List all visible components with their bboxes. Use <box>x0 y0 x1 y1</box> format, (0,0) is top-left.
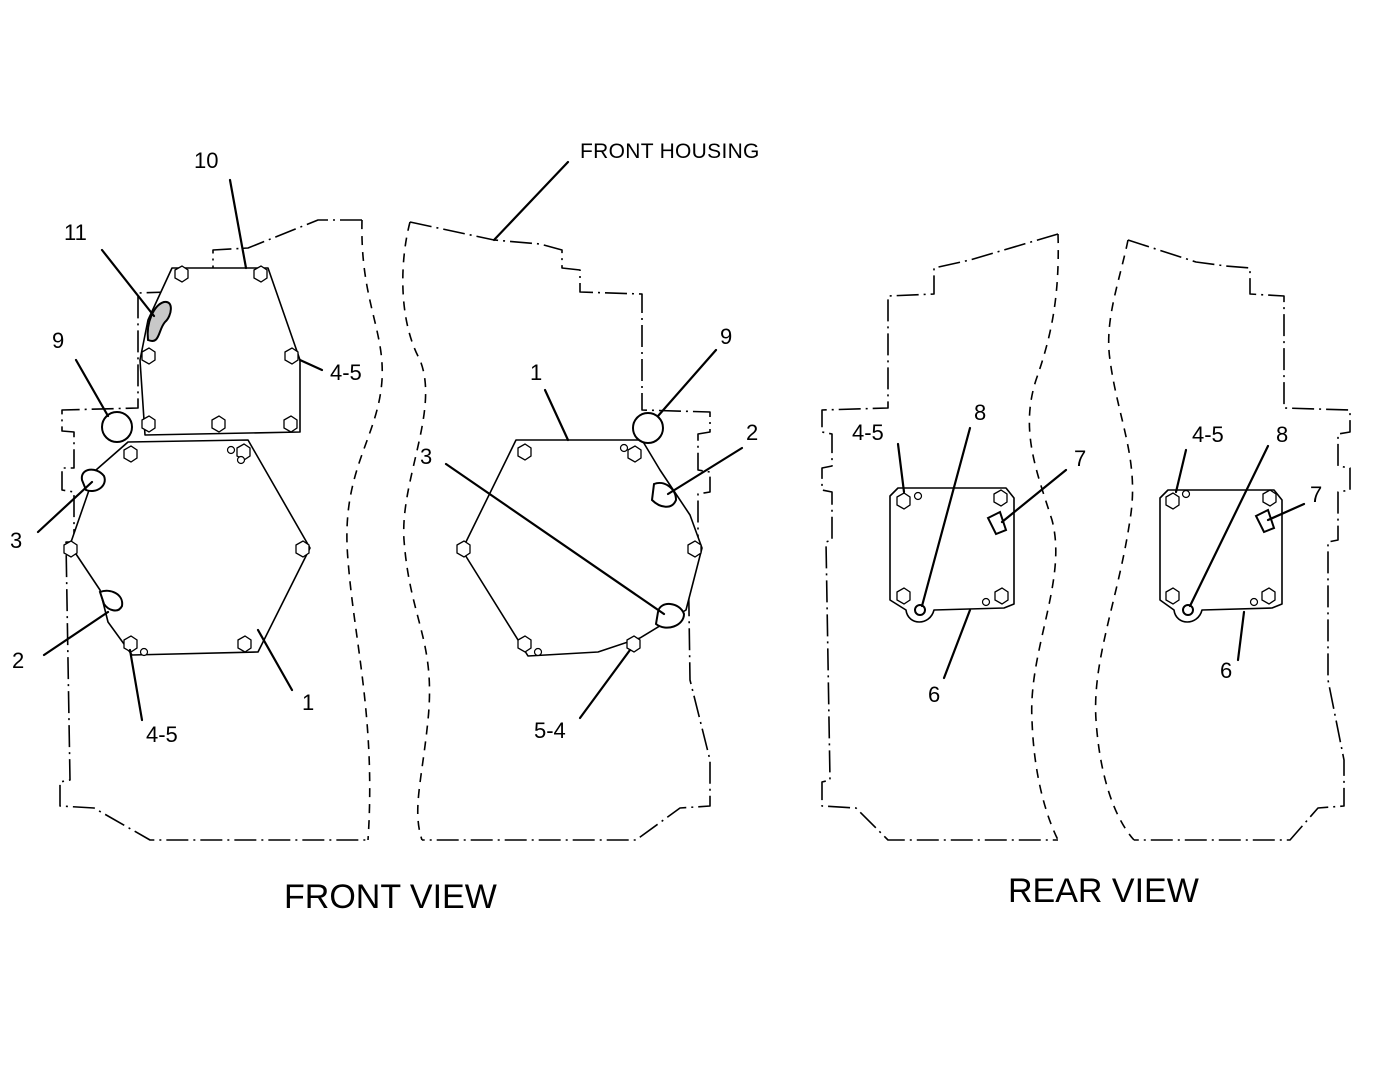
front-a-leaders <box>36 178 324 722</box>
callout-6: 6 <box>928 682 940 707</box>
rear-view-title: REAR VIEW <box>1008 872 1199 910</box>
plug-7 <box>1254 508 1276 534</box>
plug-8 <box>914 604 926 616</box>
callout-1: 1 <box>302 690 314 715</box>
plug-9 <box>632 412 664 444</box>
housing-outline <box>821 233 1059 841</box>
callout-4-5-bottom: 4-5 <box>146 722 178 747</box>
front-b-parts <box>632 412 686 629</box>
callout-4-5: 4-5 <box>852 420 884 445</box>
dowel-2 <box>98 589 124 612</box>
rear-a-cover <box>889 487 1015 623</box>
callout-5-4: 5-4 <box>534 718 566 743</box>
callout-4-5-top: 4-5 <box>330 360 362 385</box>
seal-3 <box>654 603 686 629</box>
gasket-11 <box>146 300 172 342</box>
rear-b-parts <box>1182 508 1276 616</box>
callout-8: 8 <box>1276 422 1288 447</box>
callout-6: 6 <box>1220 658 1232 683</box>
rear-a-parts <box>914 510 1008 616</box>
front-b-gear-cover <box>456 439 703 657</box>
callout-3: 3 <box>10 528 22 553</box>
callout-2: 2 <box>12 648 24 673</box>
front-b-leaders <box>444 160 744 720</box>
callout-2: 2 <box>746 420 758 445</box>
front-a-parts <box>80 300 172 612</box>
plug-9 <box>101 411 133 443</box>
plug-7 <box>986 510 1008 536</box>
rear-a-callouts: 4-5 8 7 6 <box>852 400 1086 707</box>
callout-10: 10 <box>194 148 218 173</box>
rear-a-leaders <box>896 426 1068 680</box>
front-a-upper-cover <box>139 265 301 436</box>
callout-9: 9 <box>52 328 64 353</box>
front-housing-label: FRONT HOUSING <box>580 140 760 163</box>
housing-break-line <box>346 219 384 841</box>
front-a-gear-cover <box>63 439 311 657</box>
rear-view-left-housing <box>821 233 1060 841</box>
front-view-right-housing <box>402 221 711 841</box>
housing-break-line <box>402 221 431 841</box>
rear-b-cover <box>1159 489 1283 623</box>
callout-3: 3 <box>420 444 432 469</box>
housing-outline <box>409 221 711 841</box>
front-view-title: FRONT VIEW <box>284 878 497 916</box>
plug-8 <box>1182 604 1194 616</box>
callout-11: 11 <box>64 220 87 245</box>
callout-1: 1 <box>530 360 542 385</box>
housing-break-line <box>1028 233 1060 841</box>
housing-break-line <box>1094 239 1135 841</box>
front-a-callouts: 10 11 9 4-5 3 2 4-5 1 <box>10 148 362 747</box>
rear-view-right-housing <box>1094 239 1351 841</box>
housing-outline <box>1127 239 1351 841</box>
callout-9: 9 <box>720 324 732 349</box>
callout-4-5: 4-5 <box>1192 422 1224 447</box>
callout-7: 7 <box>1074 446 1086 471</box>
dowel-2 <box>650 482 678 508</box>
front-b-callouts: FRONT HOUSING 1 9 2 3 5-4 <box>420 140 760 743</box>
callout-8: 8 <box>974 400 986 425</box>
rear-b-callouts: 4-5 8 7 6 <box>1192 422 1322 683</box>
rear-b-leaders <box>1174 444 1306 662</box>
callout-7: 7 <box>1310 482 1322 507</box>
